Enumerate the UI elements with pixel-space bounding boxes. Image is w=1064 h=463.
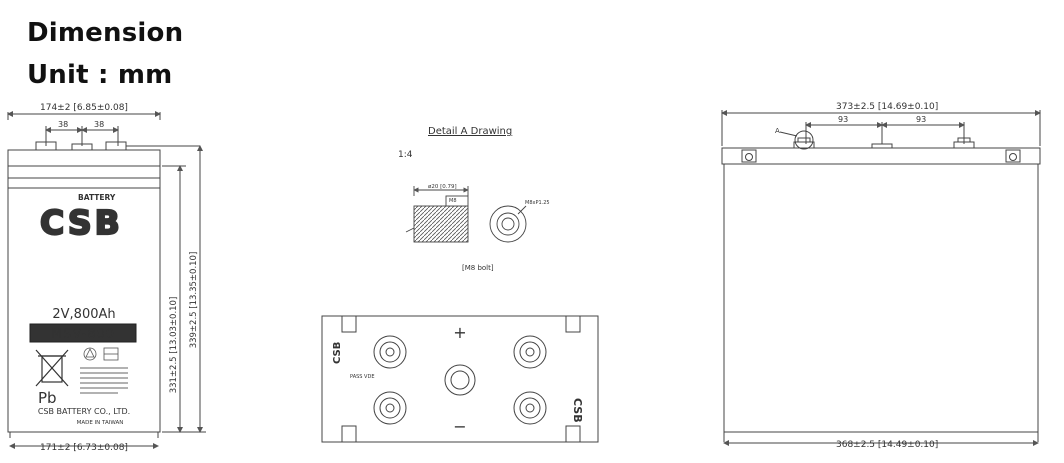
top-label: PASS VDE [350,374,374,380]
model-plate [29,323,137,343]
front-view [7,111,206,449]
brand-logo: CSB [40,203,123,242]
detail-scale: 1:4 [398,150,413,160]
top-logo-left: CSB [332,342,343,364]
side-detail-marker: A [775,127,780,135]
fine-print [80,367,128,394]
brand-word: BATTERY [78,193,116,202]
front-terminal-left: 38 [58,120,68,129]
front-terminal-right: 38 [94,120,104,129]
detail-title: Detail A Drawing [428,126,512,137]
recycle-icon [83,347,97,361]
side-spacing-right: 93 [916,115,926,124]
certification-icon [103,347,119,361]
detail-drawing [405,186,527,243]
detail-bolt: [M8 bolt] [462,264,494,272]
title-unit: Unit : mm [27,60,173,90]
wheelie-bin-icon [35,349,69,387]
made-in: MADE IN TAIWAN [77,420,124,426]
pb-mark: Pb [38,389,57,407]
detail-depth: M8 [449,198,457,204]
front-height-total: 339±2.5 [13.35±0.10] [189,252,199,349]
side-top-width: 373±2.5 [14.69±0.10] [836,102,938,112]
front-bottom-width: 171±2 [6.73±0.08] [40,443,128,453]
front-top-width: 174±2 [6.85±0.08] [40,103,128,113]
top-view [321,315,599,443]
rating-text: 2V,800Ah [52,307,115,322]
negative-terminal-mark: − [453,417,466,436]
side-view [721,110,1041,446]
detail-thread: M8xP1.25 [525,200,550,206]
side-bottom-width: 368±2.5 [14.49±0.10] [836,440,938,450]
side-spacing-left: 93 [838,115,848,124]
top-logo-right: CSB [571,398,584,423]
company-name: CSB BATTERY CO., LTD. [38,407,130,416]
positive-terminal-mark: + [453,323,466,342]
detail-diameter: ø20 [0.79] [428,184,457,190]
front-height-inner: 331±2.5 [13.03±0.10] [169,297,179,394]
title-dimension: Dimension [27,18,184,48]
model-text: MSV-800 [51,327,115,342]
